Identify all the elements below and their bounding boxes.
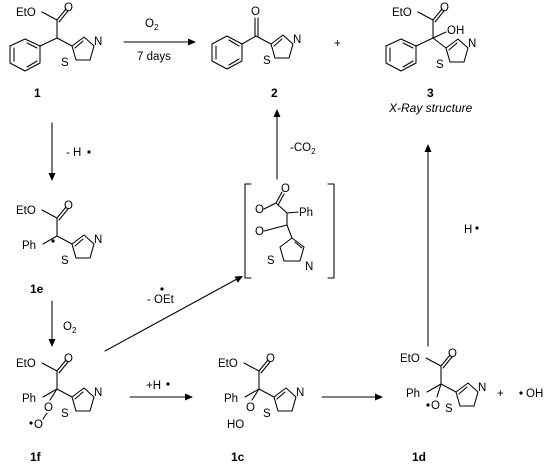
- compound-3-structure: EtO O OH N S: [385, 2, 476, 72]
- thiazole-sulfur: S: [445, 403, 453, 415]
- compound-label-1f: 1f: [30, 450, 42, 464]
- thiazole-sulfur: S: [263, 408, 271, 420]
- phenyl-label: Ph: [299, 207, 313, 219]
- compound-1e-structure: EtO O Ph N S: [16, 200, 102, 267]
- phenyl-label: Ph: [406, 388, 420, 400]
- ester-label: EtO: [16, 7, 36, 19]
- condition-time: 7 days: [137, 51, 171, 63]
- compound-1-structure: EtO O N S: [9, 2, 102, 72]
- condition-h-add: +H: [146, 380, 161, 392]
- ring-oxygen-1: O: [255, 204, 264, 216]
- carbonyl-oxygen: O: [448, 348, 457, 360]
- thiazole-sulfur: S: [267, 255, 275, 267]
- lactone-oxygen: O: [281, 183, 290, 195]
- plus-sign: +: [497, 388, 504, 400]
- compound-label-1e: 1e: [30, 282, 44, 296]
- phenyl-label: Ph: [224, 393, 238, 405]
- phenyl-label: Ph: [22, 240, 36, 252]
- thiazole-nitrogen: N: [293, 34, 301, 46]
- thiazole-nitrogen: N: [305, 261, 313, 273]
- alkoxy-oxygen: O: [431, 400, 440, 412]
- ester-label: EtO: [392, 7, 412, 19]
- compound-1d-structure: EtO O Ph N S O: [400, 348, 486, 415]
- compound-1c-structure: EtO O Ph N S O HO: [218, 353, 304, 431]
- carbonyl-oxygen: O: [440, 2, 449, 14]
- hydroxyl-label: OH: [447, 25, 464, 37]
- carbonyl-oxygen: O: [266, 353, 275, 365]
- thiazole-sulfur: S: [61, 408, 69, 420]
- xray-note: X-Ray structure: [388, 101, 473, 115]
- compound-1f-structure: EtO O Ph N S O O: [16, 353, 102, 431]
- compound-label-2: 2: [271, 86, 278, 100]
- peroxy-oxygen: O: [246, 402, 255, 414]
- carbonyl-oxygen: O: [64, 2, 73, 14]
- condition-co2-loss: -CO2: [290, 142, 316, 156]
- thiazole-nitrogen: N: [94, 36, 102, 48]
- condition-h-loss: - H: [66, 147, 81, 159]
- compound-label-1d: 1d: [412, 450, 426, 464]
- compound-label-1: 1: [34, 86, 41, 100]
- condition-oxygen: O2: [145, 18, 159, 32]
- thiazole-nitrogen: N: [94, 234, 102, 246]
- condition-h-radical: H: [464, 224, 472, 236]
- thiazole-nitrogen: N: [468, 38, 476, 50]
- thiazole-sulfur: S: [61, 255, 69, 267]
- thiazole-nitrogen: N: [296, 387, 304, 399]
- compound-label-3: 3: [427, 86, 434, 100]
- thiazole-nitrogen: N: [478, 382, 486, 394]
- ester-label: EtO: [16, 205, 36, 217]
- condition-ethoxy-loss: - OEt: [147, 294, 175, 306]
- dioxetanone-intermediate: O O O Ph N S: [244, 183, 335, 279]
- compound-label-1c: 1c: [231, 450, 245, 464]
- ester-label: EtO: [218, 358, 238, 370]
- hydroxyl-radical: OH: [526, 388, 543, 400]
- ester-label: EtO: [16, 358, 36, 370]
- plus-sign: +: [334, 38, 341, 50]
- carbonyl-oxygen: O: [64, 353, 73, 365]
- condition-oxygen-2: O2: [63, 321, 77, 335]
- phenyl-label: Ph: [22, 393, 36, 405]
- thiazole-sulfur: S: [263, 55, 271, 67]
- compound-2-structure: O N S: [211, 6, 301, 70]
- peroxy-oxygen-1: O: [44, 402, 53, 414]
- thiazole-sulfur: S: [61, 57, 69, 69]
- peroxy-oxygen-2: O: [34, 419, 43, 431]
- thiazole-sulfur: S: [436, 59, 444, 71]
- ring-oxygen-2: O: [255, 226, 264, 238]
- thiazole-nitrogen: N: [94, 387, 102, 399]
- carbonyl-oxygen: O: [64, 200, 73, 212]
- ester-label: EtO: [400, 353, 420, 365]
- ketone-oxygen: O: [251, 6, 260, 18]
- hydroperoxy-label: HO: [227, 419, 244, 431]
